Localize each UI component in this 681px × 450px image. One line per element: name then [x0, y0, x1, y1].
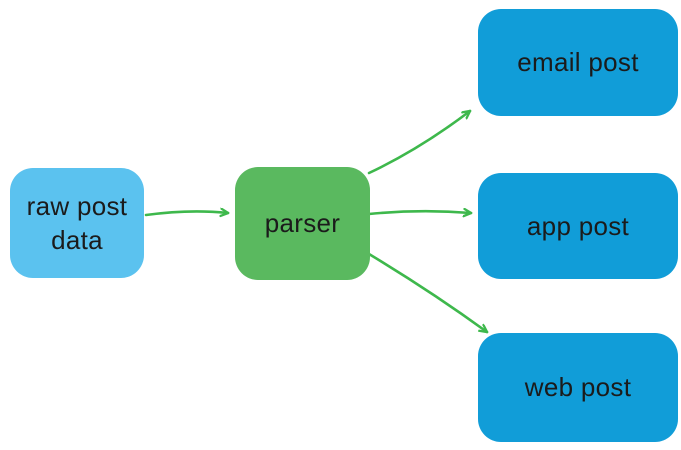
- node-app-post: app post: [478, 173, 678, 279]
- node-parser-label: parser: [264, 208, 341, 239]
- arrow-raw-to-parser: [144, 211, 228, 215]
- node-email-post: email post: [478, 9, 678, 116]
- node-raw-post-data-label: raw post data: [26, 190, 128, 255]
- arrow-parser-to-email-post: [367, 109, 470, 175]
- arrow-parser-to-app-post: [367, 211, 471, 214]
- node-parser: parser: [235, 167, 370, 280]
- node-raw-post-data: raw post data: [10, 168, 144, 278]
- node-web-post: web post: [478, 333, 678, 442]
- node-email-post-label: email post: [517, 47, 639, 78]
- arrow-parser-to-web-post: [367, 252, 487, 334]
- node-web-post-label: web post: [524, 372, 632, 403]
- node-app-post-label: app post: [526, 210, 630, 241]
